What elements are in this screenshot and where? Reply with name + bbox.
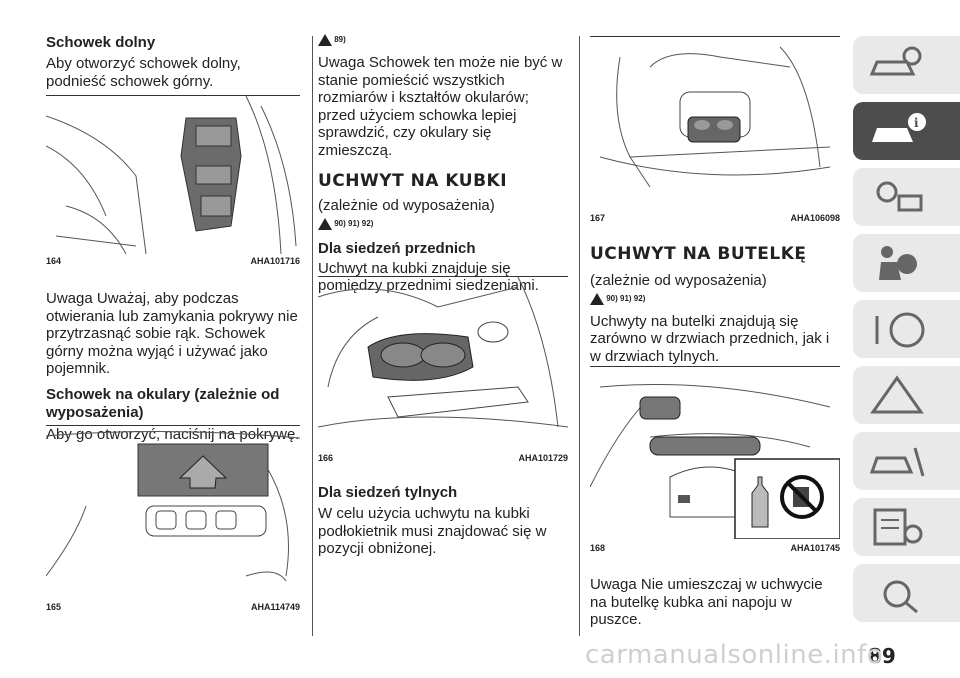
heading-front-seats: Dla siedzeń przednich	[318, 239, 476, 257]
figure-code: AHA114749	[250, 602, 300, 612]
glasses-holder-illustration	[45, 430, 301, 582]
figure-caption: 166 AHA101729	[318, 453, 568, 463]
figure-number: 168	[590, 543, 606, 553]
door-bottle-holder-illustration	[589, 384, 841, 540]
paragraph: Aby go otworzyć, naciśnij na pokrywę.	[46, 425, 300, 443]
section-title-cup-holder: UCHWYT NA KUBKI	[318, 171, 508, 191]
figure-code: AHA101745	[790, 543, 840, 553]
figure-caption: 168 AHA101745	[590, 543, 840, 553]
paragraph: W celu użycia uchwytu na kubki podłokiet…	[318, 505, 547, 557]
figure-number: 166	[318, 453, 334, 463]
figure-caption: 165 AHA114749	[46, 602, 300, 612]
center-console-illustration	[45, 95, 297, 255]
section-title-bottle-holder: UCHWYT NA BUTELKĘ	[590, 244, 807, 264]
warning-lights-icon	[876, 181, 923, 212]
figure-code: AHA101729	[518, 453, 568, 463]
tab-car-service[interactable]	[853, 432, 960, 490]
figure-165: 165 AHA114749	[45, 425, 301, 612]
figure-167: 167 AHA106098	[590, 36, 840, 223]
warning-ref-line: 90) 91) 92)	[590, 292, 840, 307]
figure-code: AHA106098	[790, 213, 840, 223]
warning-ref: 89)	[334, 35, 346, 45]
car-search-icon	[869, 46, 922, 76]
warning-ref: 90) 91) 92)	[334, 218, 374, 228]
warning-triangle-icon	[318, 217, 332, 230]
car-service-icon	[869, 447, 925, 477]
column-separator	[312, 36, 313, 636]
warning-triangle-icon	[590, 292, 604, 305]
figure-number: 164	[46, 256, 62, 266]
equipment-note: (zależnie od wyposażenia)	[318, 197, 495, 214]
heading-rear-seats: Dla siedzeń tylnych	[318, 484, 458, 501]
equipment-note: (zależnie od wyposażenia)	[590, 272, 767, 289]
hazard-triangle-icon	[870, 375, 924, 414]
figure-caption: 164 AHA101716	[46, 256, 300, 266]
tab-airbag[interactable]	[853, 234, 960, 292]
warning-ref-line: 89)	[318, 34, 568, 52]
warning-ref-line: 90) 91) 92)	[318, 217, 568, 232]
tab-alphabet-index[interactable]	[853, 564, 960, 622]
paragraph-caution: Uwaga Schowek ten może nie być w stanie …	[318, 54, 563, 159]
paragraph: Uchwyt na kubki znajduje się pomiędzy pr…	[318, 259, 539, 295]
tab-warning-lights[interactable]	[853, 168, 960, 226]
watermark: carmanualsonline.info	[585, 640, 884, 670]
figure-168: 168 AHA101745	[589, 366, 841, 553]
paragraph: Uchwyty na butelki znajdują się zarówno …	[590, 312, 830, 365]
rear-armrest-cup-holder-illustration	[599, 46, 831, 188]
column-separator	[579, 36, 580, 636]
paragraph: Aby otworzyć schowek dolny, podnieść sch…	[46, 55, 241, 90]
car-info-icon: i	[872, 113, 926, 142]
figure-number: 165	[46, 602, 62, 612]
tab-steering[interactable]	[853, 300, 960, 358]
specs-list-icon	[873, 508, 923, 546]
alphabet-index-icon	[883, 580, 918, 614]
warning-triangle-icon	[318, 34, 332, 46]
tab-specs[interactable]	[853, 498, 960, 556]
figure-166: 166 AHA101729	[317, 276, 569, 463]
heading-lower-compartment: Schowek dolny	[46, 34, 156, 51]
heading-glasses-holder: Schowek na okulary (zależnie od wyposaże…	[46, 385, 280, 421]
figure-caption: 167 AHA106098	[590, 213, 840, 223]
front-cup-holder-illustration	[317, 276, 569, 428]
figure-code: AHA101716	[250, 256, 300, 266]
svg-text:i: i	[914, 116, 919, 130]
figure-164: 164 AHA101716	[45, 95, 300, 266]
tab-car-search[interactable]	[853, 36, 960, 94]
airbag-icon	[879, 246, 917, 280]
figure-number: 167	[590, 213, 606, 223]
tab-hazard[interactable]	[853, 366, 960, 424]
tab-car-info[interactable]: i	[853, 102, 960, 160]
paragraph-caution: Uwaga Uważaj, aby podczas otwierania lub…	[46, 290, 298, 377]
paragraph-caution: Uwaga Nie umieszczaj w uchwycie na butel…	[590, 576, 823, 628]
steering-icon	[875, 312, 925, 348]
page-number: 89	[868, 644, 896, 668]
warning-ref: 90) 91) 92)	[606, 293, 646, 303]
